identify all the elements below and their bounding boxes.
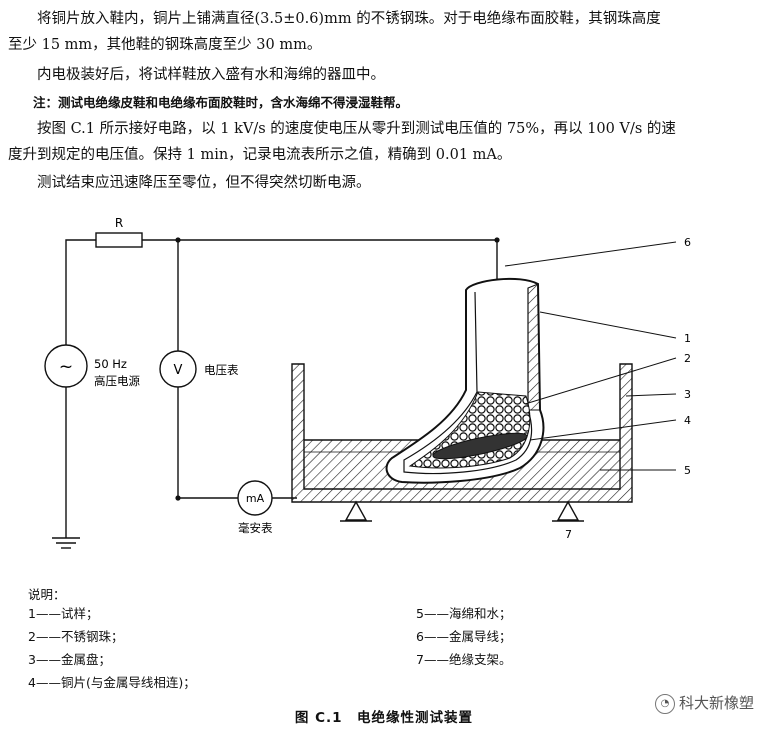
wechat-icon: ◔: [654, 693, 675, 714]
copper-plate: [432, 432, 528, 460]
boot-sample: [385, 277, 545, 484]
ammeter-label: 毫安表: [238, 521, 273, 535]
callout-3: 3: [684, 388, 691, 401]
legend-item: 6——金属导线；: [416, 629, 512, 644]
callout-4: 4: [684, 414, 691, 427]
voltmeter-label: 电压表: [204, 363, 239, 377]
watermark-text: 科大新橡塑: [678, 694, 754, 712]
figure-caption: 图 C.1 电绝缘性测试装置: [294, 710, 474, 726]
callout-5: 5: [684, 464, 691, 477]
resistor: [95, 232, 143, 248]
watermark: ◔科大新橡塑: [654, 692, 754, 714]
ammeter-symbol: mA: [246, 492, 265, 505]
paragraph-finish: 测试结束应迅速降压至零位，但不得突然切断电源。: [8, 175, 371, 191]
callout-1: 1: [684, 332, 691, 345]
junction-dot: [175, 237, 181, 243]
paragraph-note: 注：测试电绝缘皮鞋和电绝缘布面胶鞋时，含水海绵不得浸湿鞋帮。: [8, 95, 409, 110]
paragraph-ball-height: 至少 15 mm，其他鞋的钢珠高度至少 30 mm。: [8, 37, 322, 53]
source-name-label: 高压电源: [94, 374, 140, 388]
test-apparatus-diagram: R ~ 50 Hz 高压电源 V 电压表 mA 毫安表 6 1 2: [44, 216, 691, 549]
legend-item: 3——金属盘；: [28, 652, 111, 667]
legend-item: 5——海绵和水；: [416, 606, 512, 621]
paragraph-voltage: 按图 C.1 所示接好电路，以 1 kV/s 的速度使电压从零升到测试电压值的 …: [8, 121, 676, 137]
resistor-label: R: [115, 216, 123, 230]
callout-6: 6: [684, 236, 691, 249]
paragraph-current: 度升到规定的电压值。保持 1 min，记录电流表所示之值，精确到 0.01 mA…: [8, 147, 512, 163]
voltmeter: [159, 350, 197, 388]
power-source: [44, 344, 88, 388]
junction-dot: [494, 237, 500, 243]
voltmeter-symbol: V: [174, 363, 183, 378]
callout-2: 2: [684, 352, 691, 365]
paragraph-steel-balls: 将铜片放入鞋内，铜片上铺满直径(3.5±0.6)mm 的不锈钢珠。对于电绝缘布面…: [8, 11, 661, 27]
legend-item: 1——试样；: [28, 606, 99, 621]
legend-title: 说明：: [28, 587, 66, 602]
ac-wave-icon: ~: [59, 357, 73, 377]
legend-item: 2——不锈钢珠；: [28, 629, 124, 644]
leader-lines: [504, 241, 677, 471]
callout-7: 7: [565, 528, 572, 541]
source-frequency-label: 50 Hz: [94, 357, 127, 371]
insulating-support: [344, 500, 368, 521]
ammeter: [237, 480, 273, 516]
paragraph-electrode: 内电极装好后，将试样鞋放入盛有水和海绵的器皿中。: [8, 67, 385, 83]
legend-item: 4——铜片(与金属导线相连)；: [28, 675, 196, 690]
legend-item: 7——绝缘支架。: [416, 652, 512, 667]
junction-dot: [175, 495, 181, 501]
legend-right-column: 5——海绵和水； 6——金属导线； 7——绝缘支架。: [416, 602, 511, 671]
legend-left-column: 1——试样； 2——不锈钢珠； 3——金属盘； 4——铜片(与金属导线相连)；: [28, 602, 196, 694]
insulating-support: [556, 500, 580, 521]
